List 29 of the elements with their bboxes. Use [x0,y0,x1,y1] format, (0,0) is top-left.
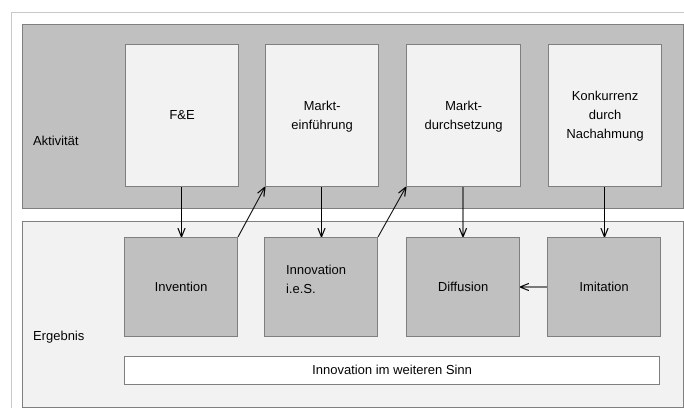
box-label: F&E [169,106,195,124]
result-box [124,237,238,337]
box-label: Imitation [579,278,629,296]
arrow [600,186,609,238]
box-label: Diffusion [438,278,488,296]
arrow [458,186,468,238]
box-label: Markt- durchsetzung [423,96,504,134]
arrow [317,186,326,238]
box-label: Invention [154,278,208,296]
arrow [238,186,266,238]
activity-box [406,44,521,187]
summary-bar [124,356,660,385]
box-label: Innovation im weiteren Sinn [312,361,472,380]
band-label: Aktivität [33,133,79,148]
result-box [406,237,520,337]
box-label: Markt- einführung [290,96,354,134]
box-label: Innovation i.e.S. [286,261,347,298]
result-box [547,237,661,337]
band-label: Ergebnis [33,328,84,343]
arrow [177,186,186,238]
result-box [264,237,378,337]
activity-box [265,44,379,187]
activity-box [548,44,662,187]
activity-box [125,44,239,187]
activity-band [22,24,684,209]
box-label: Konkurrenz durch Nachahmung [565,87,645,143]
arrow [519,282,548,292]
result-band [22,221,684,408]
arrow [378,186,407,238]
